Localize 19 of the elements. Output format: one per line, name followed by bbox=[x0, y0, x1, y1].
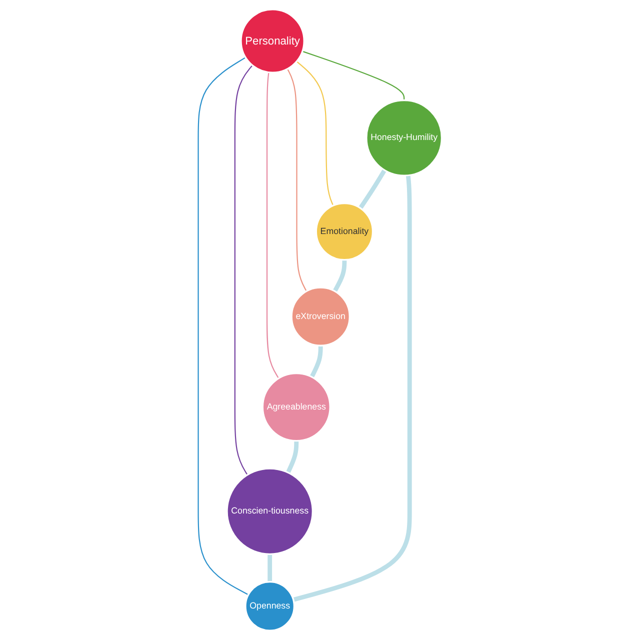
connector bbox=[266, 72, 280, 379]
node-circle: Agreeableness bbox=[262, 372, 331, 442]
node-circle: Conscien-tiousness bbox=[226, 468, 314, 555]
connector bbox=[302, 50, 405, 100]
connector bbox=[286, 440, 299, 474]
connector bbox=[310, 346, 323, 378]
node-circle: eXtroversion bbox=[290, 286, 350, 346]
node-circle: Honesty-Humility bbox=[366, 99, 443, 176]
connector bbox=[286, 68, 307, 292]
node-circle: Openness bbox=[244, 581, 296, 632]
connector bbox=[268, 554, 272, 582]
node-circle: Personality bbox=[240, 8, 305, 74]
connector bbox=[358, 168, 387, 210]
connector bbox=[198, 56, 249, 596]
node-circle: Emotionality bbox=[315, 202, 374, 261]
connector bbox=[234, 64, 253, 476]
connector bbox=[332, 260, 347, 292]
connector bbox=[296, 60, 334, 206]
connector bbox=[292, 175, 412, 602]
